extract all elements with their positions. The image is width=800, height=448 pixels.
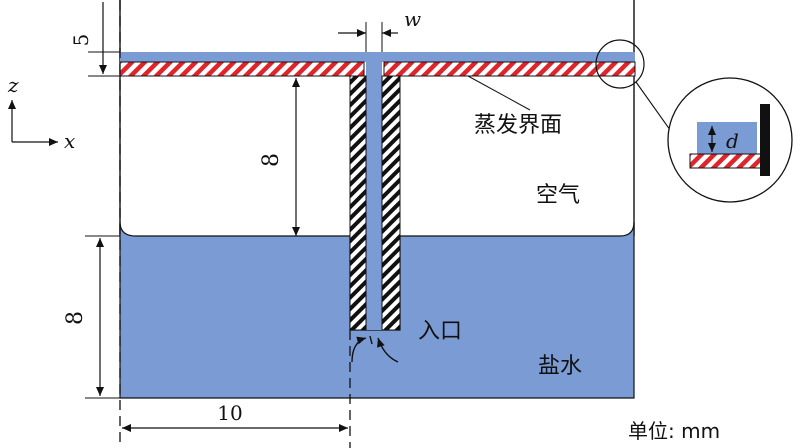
- evaporation-layer-right: [383, 61, 636, 77]
- dim-label-water: 8: [63, 311, 88, 325]
- label-units: 单位: mm: [628, 419, 720, 443]
- evaporation-layer-left: [119, 61, 365, 77]
- label-air: 空气: [536, 183, 580, 208]
- label-evaporation-interface: 蒸发界面: [474, 113, 562, 138]
- dim-label-d: d: [726, 129, 739, 153]
- zoom-inset: d: [667, 77, 793, 203]
- dim-label-top: 5: [69, 34, 93, 47]
- channel-wall-right: [381, 75, 401, 331]
- dim-label-width: 10: [217, 401, 242, 425]
- label-inlet: 入口: [418, 319, 462, 344]
- inlet-flow-arrows: [351, 335, 399, 363]
- zoom-callout-circle: [595, 39, 645, 89]
- channel-wall-left: [349, 75, 367, 331]
- axis-indicator: z x: [7, 73, 75, 153]
- dim-label-w: w: [404, 7, 421, 31]
- axis-label-x: x: [64, 129, 75, 153]
- axis-label-z: z: [7, 73, 19, 97]
- water-channel: [366, 52, 382, 330]
- label-brine: 盐水: [538, 354, 582, 379]
- dim-label-gap: 8: [259, 153, 284, 167]
